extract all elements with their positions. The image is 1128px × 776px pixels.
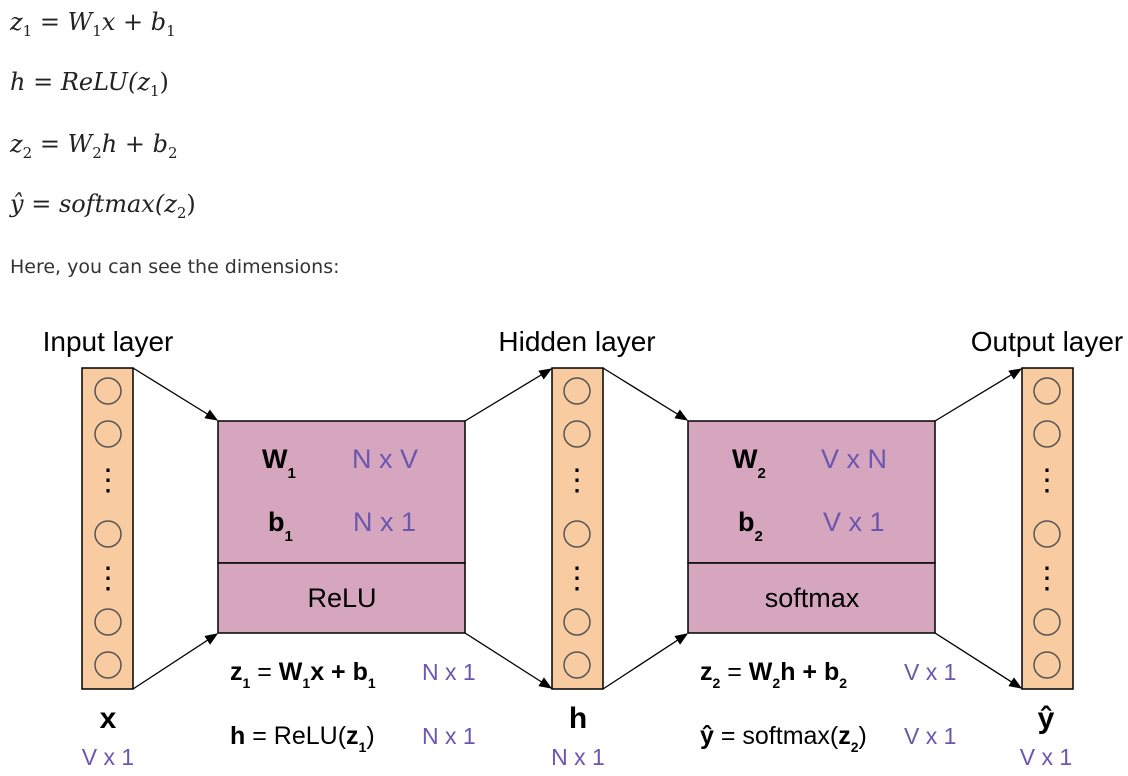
- w1-label: W1: [262, 444, 296, 482]
- layer1-block: [217, 420, 466, 634]
- equation-h: h = ReLU(z1): [10, 68, 169, 100]
- input-layer-title: Input layer: [43, 326, 174, 357]
- output-column: [1021, 367, 1074, 690]
- neuron: [94, 608, 122, 636]
- neuron: [1033, 420, 1061, 448]
- ellipsis-icon: ⋮: [1032, 464, 1062, 497]
- arrow-connectors: [132, 367, 1023, 690]
- softmax-label: softmax: [765, 583, 860, 613]
- neuron: [94, 420, 122, 448]
- hidden-variable: h: [569, 702, 587, 735]
- equation-z1: z1 = W1x + b1: [10, 8, 176, 40]
- hidden-column: [551, 367, 604, 690]
- neuron: [94, 377, 122, 405]
- z1-formula: z1 = W1x + b1: [230, 658, 376, 691]
- neural-network-diagram: Input layer Hidden layer Output layer ⋮ …: [43, 326, 1124, 770]
- z2-formula-dimension: V x 1: [904, 659, 956, 685]
- ellipsis-icon: ⋮: [93, 562, 123, 595]
- input-column: [81, 367, 134, 690]
- input-variable: x: [100, 702, 117, 735]
- relu-label: ReLU: [307, 583, 376, 613]
- neuron: [563, 377, 591, 405]
- yhat-formula: ŷ = softmax(z2): [700, 722, 867, 755]
- neuron: [94, 520, 122, 548]
- equation-z2: z2 = W2h + b2: [10, 130, 178, 162]
- b2-dimension: V x 1: [823, 507, 885, 537]
- neuron: [1033, 651, 1061, 679]
- yhat-formula-dimension: V x 1: [904, 723, 956, 749]
- neuron: [1033, 608, 1061, 636]
- b1-dimension: N x 1: [353, 507, 416, 537]
- intro-text: Here, you can see the dimensions:: [10, 256, 340, 278]
- ellipsis-icon: ⋮: [562, 562, 592, 595]
- layer2-block: [687, 420, 936, 634]
- w2-dimension: V x N: [821, 444, 887, 474]
- output-dimension: V x 1: [1020, 744, 1072, 770]
- equation-yhat: ŷ = softmax(z2): [10, 190, 196, 222]
- neuron: [94, 651, 122, 679]
- neuron: [563, 520, 591, 548]
- z1-formula-dimension: N x 1: [422, 659, 476, 685]
- neuron: [1033, 377, 1061, 405]
- ellipsis-icon: ⋮: [1032, 562, 1062, 595]
- w1-dimension: N x V: [352, 444, 418, 474]
- output-layer-title: Output layer: [971, 326, 1124, 357]
- h-formula: h = ReLU(z1): [230, 722, 375, 755]
- ellipsis-icon: ⋮: [93, 464, 123, 497]
- ellipsis-icon: ⋮: [562, 464, 592, 497]
- neuron: [563, 651, 591, 679]
- neuron: [1033, 520, 1061, 548]
- b1-label: b1: [268, 507, 293, 545]
- h-formula-dimension: N x 1: [422, 723, 476, 749]
- output-variable: ŷ: [1038, 702, 1055, 735]
- hidden-dimension: N x 1: [551, 744, 605, 770]
- z2-formula: z2 = W2h + b2: [700, 658, 847, 691]
- neuron: [563, 420, 591, 448]
- hidden-layer-title: Hidden layer: [498, 326, 655, 357]
- b2-label: b2: [738, 507, 763, 545]
- w2-label: W2: [732, 444, 766, 482]
- neuron: [563, 608, 591, 636]
- input-dimension: V x 1: [82, 744, 134, 770]
